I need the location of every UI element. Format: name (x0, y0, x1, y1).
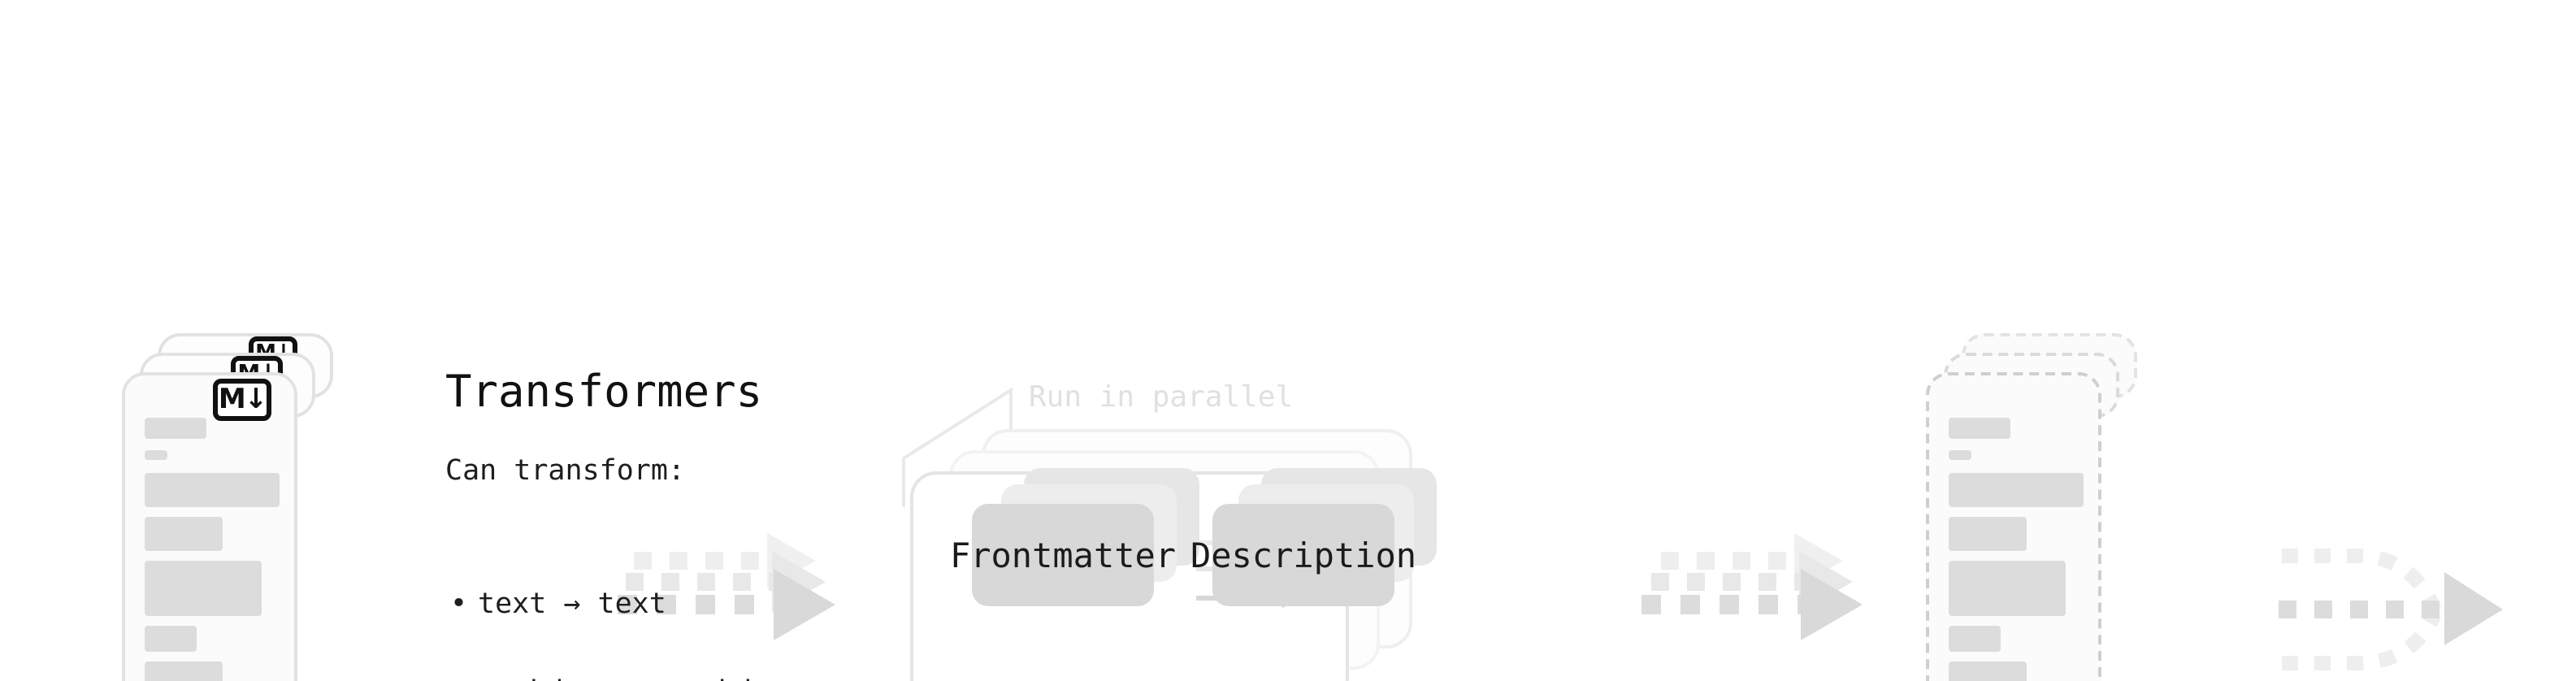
run-in-parallel-bracket (902, 387, 1013, 507)
skeleton-line (1949, 661, 2027, 681)
transformers-subtitle: Can transform: text → text markdown → ma… (445, 406, 803, 681)
transformers-bullet: text → text (450, 583, 803, 627)
skeleton-line (145, 418, 206, 439)
transformer-chip-description[interactable]: Description (1190, 504, 1416, 606)
skeleton-line (1949, 561, 2066, 616)
skeleton-line (145, 561, 262, 616)
skeleton-line (1949, 517, 2027, 551)
skeleton-line (145, 626, 197, 652)
skeleton-line (145, 450, 167, 460)
run-in-parallel-label: Run in parallel (1029, 380, 1294, 414)
skeleton-line (1949, 473, 2084, 507)
modified-file-card-front (1926, 372, 2101, 681)
transformers-title: Transformers (445, 367, 763, 418)
connector-transformers-to-modified (1641, 533, 1863, 640)
transformer-chip-label: Frontmatter (949, 536, 1177, 575)
transformer-chip-frontmatter[interactable]: Frontmatter (950, 504, 1176, 606)
transformers-bullet-list: text → text markdown → markdown html → h… (445, 539, 803, 681)
markdown-badge-arrow: ↓ (244, 383, 268, 415)
transformer-chip-label: Description (1190, 536, 1417, 575)
transformers-bullet: markdown → markdown (450, 671, 803, 681)
skeleton-line (145, 473, 280, 507)
markdown-badge-letter: M (218, 383, 246, 415)
transformers-subtitle-line: Can transform: (445, 455, 686, 488)
skeleton-line (1949, 450, 1971, 460)
skeleton-line (145, 517, 223, 551)
connector-modified-to-filters (2279, 549, 2503, 670)
markdown-file-card-front (122, 372, 297, 681)
skeleton-line (1949, 418, 2010, 439)
markdown-badge-front: M↓ (213, 379, 271, 421)
skeleton-line (1949, 626, 2001, 652)
skeleton-line (145, 661, 223, 681)
